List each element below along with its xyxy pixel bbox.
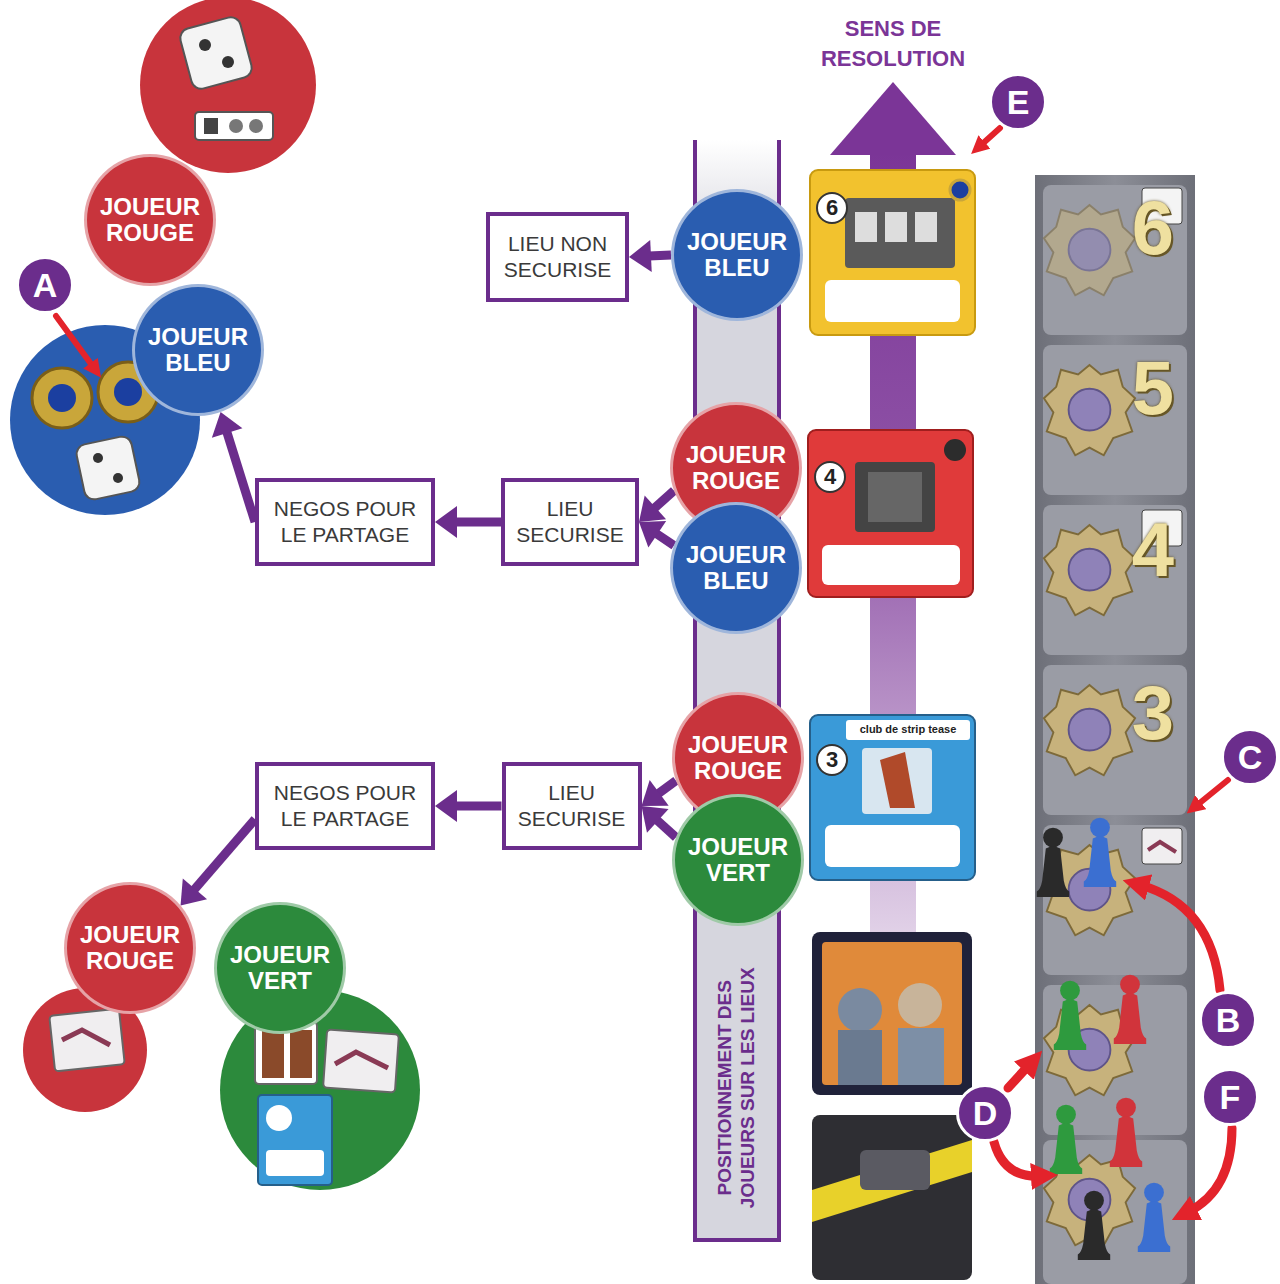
callout-letter: C bbox=[1221, 728, 1279, 786]
player-circle: JOUEUR ROUGE bbox=[64, 882, 196, 1014]
connector-arrow bbox=[212, 412, 255, 522]
connector-line bbox=[656, 819, 676, 837]
node-label: POSITIONNEMENT DES JOUEURS SUR LES LIEUX bbox=[714, 953, 760, 1223]
callout-letter: F bbox=[1201, 1068, 1259, 1126]
connector-line bbox=[194, 819, 255, 890]
callout-number: E bbox=[1007, 85, 1030, 119]
callout-letter: E bbox=[989, 73, 1047, 131]
connector-line bbox=[455, 802, 502, 811]
node-label: JOUEUR BLEU bbox=[143, 324, 253, 376]
node-label: JOUEUR VERT bbox=[225, 942, 335, 994]
card-title: club de strip tease bbox=[848, 722, 968, 737]
player-circle: JOUEUR VERT bbox=[672, 794, 804, 926]
connector-arrow bbox=[639, 491, 674, 522]
player-circle: JOUEUR ROUGE bbox=[84, 154, 216, 286]
connector-line bbox=[649, 255, 671, 256]
track-number: 6 bbox=[1118, 190, 1188, 266]
node-label: JOUEUR VERT bbox=[683, 834, 793, 886]
arrow-head bbox=[435, 790, 457, 822]
arrow-head bbox=[639, 521, 666, 548]
node-label: LIEU SECURISE bbox=[514, 496, 626, 549]
arrow-head bbox=[212, 412, 243, 438]
arrow-head bbox=[629, 240, 652, 272]
arrow-head bbox=[639, 495, 666, 522]
arrow-head bbox=[642, 806, 669, 833]
connector-arrow bbox=[435, 506, 501, 538]
card-value: 6 bbox=[817, 194, 847, 222]
connector-line bbox=[654, 491, 674, 509]
node-label: NEGOS POUR LE PARTAGE bbox=[270, 780, 420, 833]
track-number: 5 bbox=[1118, 350, 1188, 426]
police-track bbox=[1035, 175, 1195, 1284]
card-value: 4 bbox=[815, 463, 845, 491]
player-circle: JOUEUR BLEU bbox=[670, 502, 802, 634]
node-label: JOUEUR ROUGE bbox=[75, 922, 185, 974]
connector-arrow bbox=[642, 806, 676, 837]
connector-line bbox=[455, 518, 501, 527]
callout-letter: A bbox=[16, 256, 74, 314]
node-label: LIEU SECURISE bbox=[516, 780, 628, 833]
callout-pointers bbox=[56, 128, 1232, 1212]
player-circle: JOUEUR BLEU bbox=[132, 284, 264, 416]
node-label: JOUEUR BLEU bbox=[682, 229, 792, 281]
callout-number: B bbox=[1216, 1003, 1241, 1037]
arrow-head bbox=[181, 878, 207, 905]
node-label: JOUEUR ROUGE bbox=[681, 442, 791, 494]
player-circle: JOUEUR VERT bbox=[214, 902, 346, 1034]
player-circle: JOUEUR BLEU bbox=[671, 189, 803, 321]
step-box: LIEU SECURISE bbox=[501, 478, 639, 566]
connector-arrow bbox=[642, 780, 676, 806]
direction-label: SENS DE RESOLUTION bbox=[795, 14, 991, 73]
node-label: JOUEUR ROUGE bbox=[95, 194, 205, 246]
callout-number: D bbox=[973, 1096, 998, 1130]
callout-letter: B bbox=[1199, 991, 1257, 1049]
step-box: NEGOS POUR LE PARTAGE bbox=[255, 478, 435, 566]
callout-number: F bbox=[1220, 1080, 1241, 1114]
callout-number: C bbox=[1238, 740, 1263, 774]
callout-letter: D bbox=[956, 1084, 1014, 1142]
callout-number: A bbox=[33, 268, 58, 302]
location-cards bbox=[808, 170, 975, 1280]
connector-line bbox=[658, 781, 676, 795]
node-label: NEGOS POUR LE PARTAGE bbox=[270, 496, 420, 549]
node-label: LIEU NON SECURISE bbox=[498, 231, 617, 284]
connector-arrow bbox=[629, 240, 671, 272]
node-label: JOUEUR ROUGE bbox=[683, 732, 793, 784]
node-label: JOUEUR BLEU bbox=[681, 542, 791, 594]
connector-arrow bbox=[435, 790, 502, 822]
step-box: NEGOS POUR LE PARTAGE bbox=[255, 762, 435, 850]
connector-arrow bbox=[181, 819, 255, 905]
track-number: 4 bbox=[1118, 512, 1188, 588]
connector-arrow bbox=[639, 521, 674, 548]
arrow-head bbox=[642, 780, 669, 806]
connector-line bbox=[227, 431, 255, 522]
player-items bbox=[10, 0, 420, 1190]
arrow-head bbox=[435, 506, 457, 538]
track-number: 3 bbox=[1118, 675, 1188, 751]
card-value: 3 bbox=[817, 746, 847, 774]
step-box: LIEU SECURISE bbox=[502, 762, 642, 850]
step-box: LIEU NON SECURISE bbox=[486, 212, 629, 302]
connector-line bbox=[656, 533, 674, 545]
